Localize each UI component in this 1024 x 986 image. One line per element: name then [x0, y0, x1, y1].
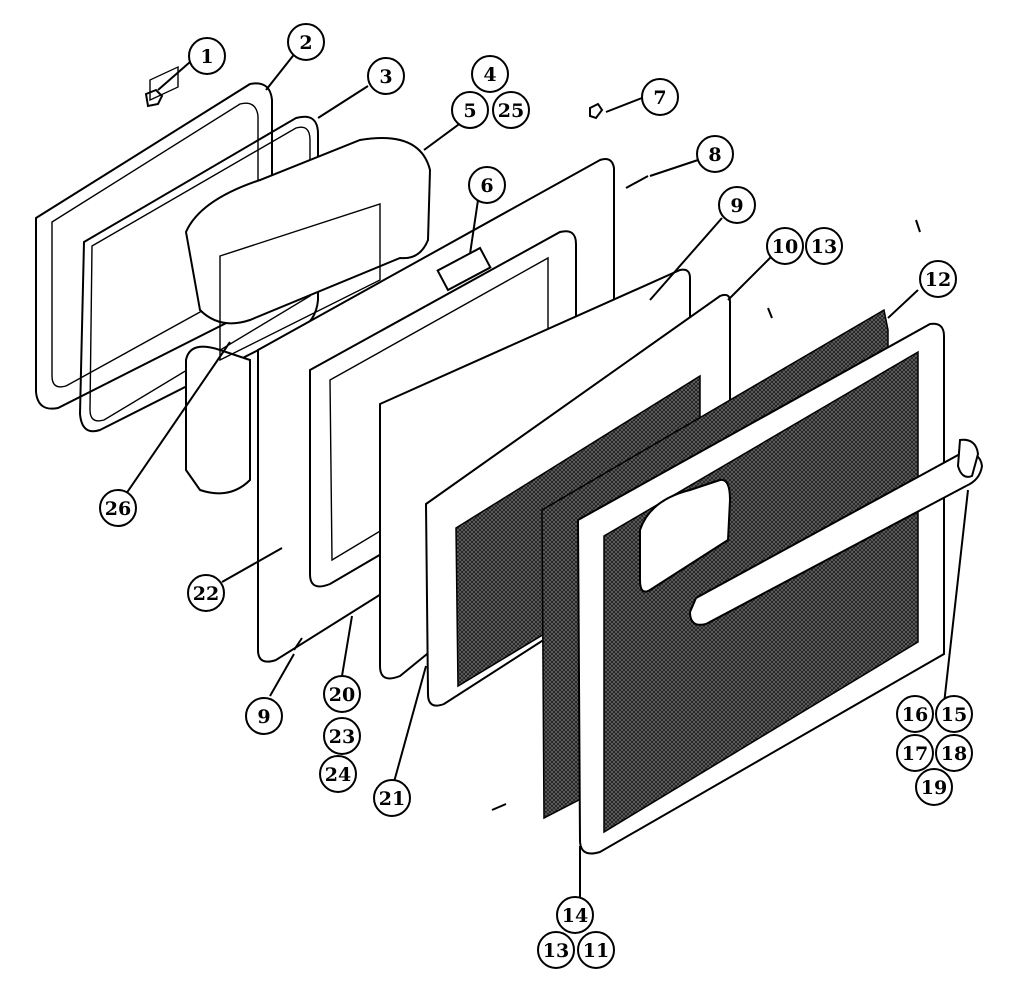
callout-13-bottom: 13 — [537, 931, 575, 969]
svg-text:13: 13 — [811, 236, 837, 258]
callout-3: 3 — [367, 57, 405, 95]
callout-26: 26 — [99, 489, 137, 527]
svg-text:14: 14 — [562, 905, 588, 927]
callout-4: 4 — [471, 55, 509, 93]
callouts: 1 2 3 4 5 25 7 8 6 9 10 13 12 26 22 9 20… — [99, 23, 973, 969]
svg-text:26: 26 — [105, 498, 131, 520]
callout-11: 11 — [577, 931, 615, 969]
svg-text:9: 9 — [257, 706, 270, 728]
leader-lines — [125, 51, 969, 902]
callout-2: 2 — [287, 23, 325, 61]
svg-text:1: 1 — [200, 46, 213, 68]
svg-text:10: 10 — [772, 236, 798, 258]
callout-12: 12 — [919, 260, 957, 298]
svg-text:9: 9 — [730, 195, 743, 217]
svg-text:18: 18 — [941, 743, 967, 765]
svg-text:6: 6 — [480, 175, 493, 197]
callout-9-bottom: 9 — [245, 697, 283, 735]
svg-text:15: 15 — [941, 704, 967, 726]
callout-23: 23 — [323, 717, 361, 755]
callout-17: 17 — [896, 734, 934, 772]
callout-24: 24 — [319, 755, 357, 793]
callout-18: 18 — [935, 734, 973, 772]
callout-5: 5 — [451, 91, 489, 129]
svg-text:19: 19 — [921, 777, 947, 799]
svg-text:5: 5 — [463, 100, 476, 122]
callout-16: 16 — [896, 695, 934, 733]
svg-text:3: 3 — [379, 66, 392, 88]
screw-parts — [293, 102, 921, 811]
callout-8: 8 — [696, 135, 734, 173]
callout-19: 19 — [915, 768, 953, 806]
callout-13-top: 13 — [805, 227, 843, 265]
callout-15: 15 — [935, 695, 973, 733]
svg-text:7: 7 — [653, 87, 666, 109]
svg-text:20: 20 — [329, 684, 355, 706]
svg-text:24: 24 — [325, 764, 351, 786]
svg-text:12: 12 — [925, 269, 951, 291]
svg-text:25: 25 — [498, 100, 524, 122]
svg-text:8: 8 — [708, 144, 721, 166]
part-door-handle — [688, 438, 984, 626]
svg-text:17: 17 — [902, 743, 928, 765]
svg-text:22: 22 — [193, 583, 219, 605]
svg-text:23: 23 — [329, 726, 355, 748]
svg-text:21: 21 — [379, 788, 405, 810]
callout-14: 14 — [556, 896, 594, 934]
callout-25: 25 — [492, 91, 530, 129]
callout-10: 10 — [766, 227, 804, 265]
svg-text:2: 2 — [299, 32, 312, 54]
callout-22: 22 — [187, 574, 225, 612]
callout-21: 21 — [373, 779, 411, 817]
callout-1: 1 — [188, 37, 226, 75]
callout-7: 7 — [641, 78, 679, 116]
svg-text:13: 13 — [543, 940, 569, 962]
callout-9-top: 9 — [718, 186, 756, 224]
callout-6: 6 — [468, 166, 506, 204]
svg-text:11: 11 — [583, 940, 609, 962]
callout-20: 20 — [323, 675, 361, 713]
svg-text:16: 16 — [902, 704, 928, 726]
svg-text:4: 4 — [483, 64, 496, 86]
